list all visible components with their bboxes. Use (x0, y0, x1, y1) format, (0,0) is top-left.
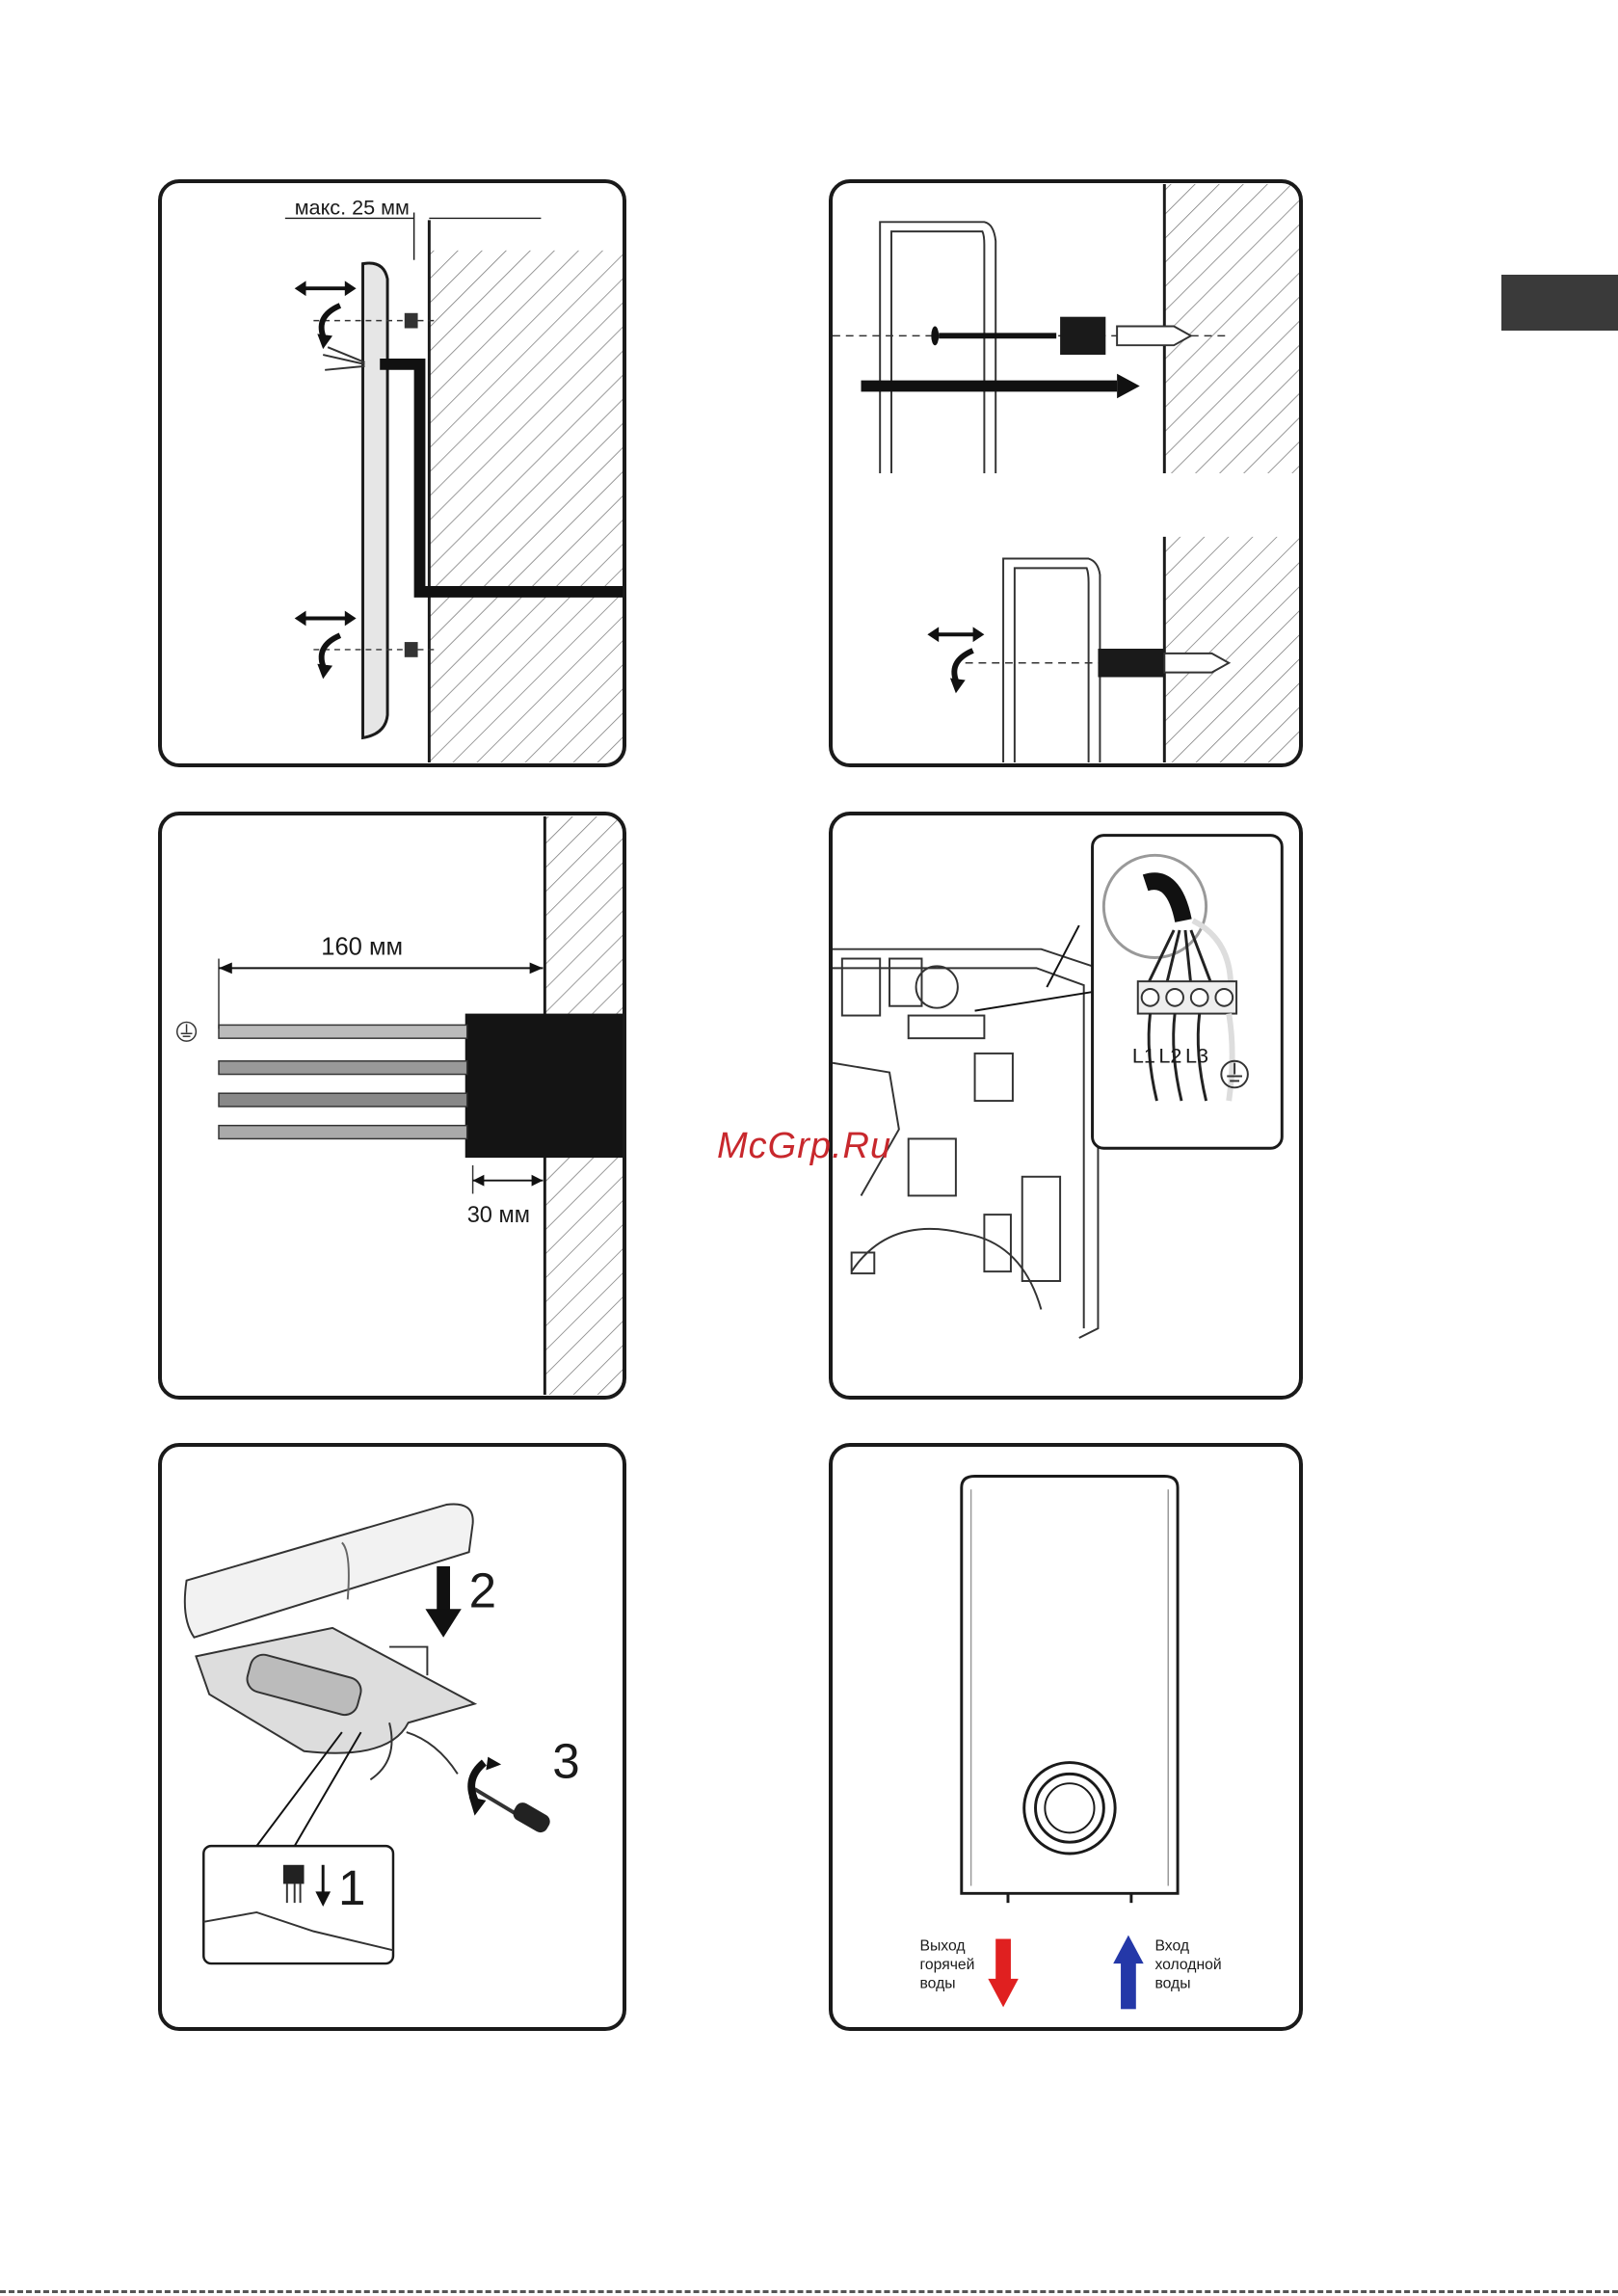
max-gap-label: макс. 25 мм (295, 195, 410, 219)
terminal-l1-label: L1 (1132, 1044, 1155, 1068)
screwdriver-icon (475, 1789, 553, 1835)
cable-sheath (465, 1014, 623, 1158)
heater-body-side (363, 263, 388, 737)
cold-water-inlet-arrow-icon (1113, 1936, 1143, 2010)
water-connection-illustration: Выход горячей воды Вход холодной воды (833, 1447, 1299, 2027)
adjust-arrows-icon (927, 627, 984, 693)
cable-stripping-illustration: 160 мм 30 мм (162, 815, 623, 1396)
step-1-label: 1 (338, 1860, 365, 1915)
section-tab (1501, 275, 1618, 331)
water-heater-front (962, 1476, 1178, 1893)
terminal-l2-label: L2 (1158, 1044, 1181, 1068)
hot-water-label-line3: воды (920, 1976, 956, 1992)
panel-cable-stripping: 160 мм 30 мм (158, 812, 626, 1400)
panel-cover-assembly: 2 3 1 (158, 1443, 626, 2031)
cover-assembly-illustration: 2 3 1 (162, 1447, 623, 2027)
hot-water-outlet-arrow-icon (988, 1939, 1018, 2008)
adjust-arrows-top-icon (295, 280, 357, 349)
dowel-fixing-illustration (833, 183, 1299, 763)
hot-water-label-line2: горячей (920, 1957, 975, 1973)
cold-water-label-line2: холодной (1154, 1957, 1221, 1973)
step-2-label: 2 (469, 1562, 496, 1617)
front-cover (185, 1504, 473, 1637)
ground-icon (177, 1022, 197, 1041)
watermark: McGrp.Ru (717, 1126, 891, 1167)
wall-mounting-illustration: макс. 25 мм (162, 183, 623, 763)
wall-dowel (1117, 327, 1191, 346)
panel-dowel-fixing (829, 179, 1303, 767)
panel-water-connection: Выход горячей воды Вход холодной воды (829, 1443, 1303, 2031)
terminal-l3-label: L3 (1185, 1044, 1208, 1068)
panel-wall-mounting: макс. 25 мм (158, 179, 626, 767)
step-2-arrow-icon (425, 1566, 461, 1638)
hot-water-label-line1: Выход (920, 1937, 966, 1954)
terminal-block (1138, 981, 1236, 1013)
step-3-label: 3 (552, 1733, 579, 1788)
cold-water-label-line3: воды (1154, 1976, 1190, 1992)
adjust-arrows-bottom-icon (295, 611, 357, 680)
wall-hatch (429, 251, 623, 762)
cold-water-label-line1: Вход (1154, 1937, 1189, 1954)
sheath-strip-label: 30 мм (467, 1203, 530, 1228)
terminal-wiring-illustration: L1 L2 L3 (833, 815, 1299, 1396)
strip-length-label: 160 мм (321, 934, 403, 961)
spacer-block (1060, 317, 1105, 355)
bottom-dashed-rule (0, 2290, 1618, 2293)
step-3-rotate-icon (469, 1757, 501, 1816)
panel-terminal-wiring: L1 L2 L3 (829, 812, 1303, 1400)
